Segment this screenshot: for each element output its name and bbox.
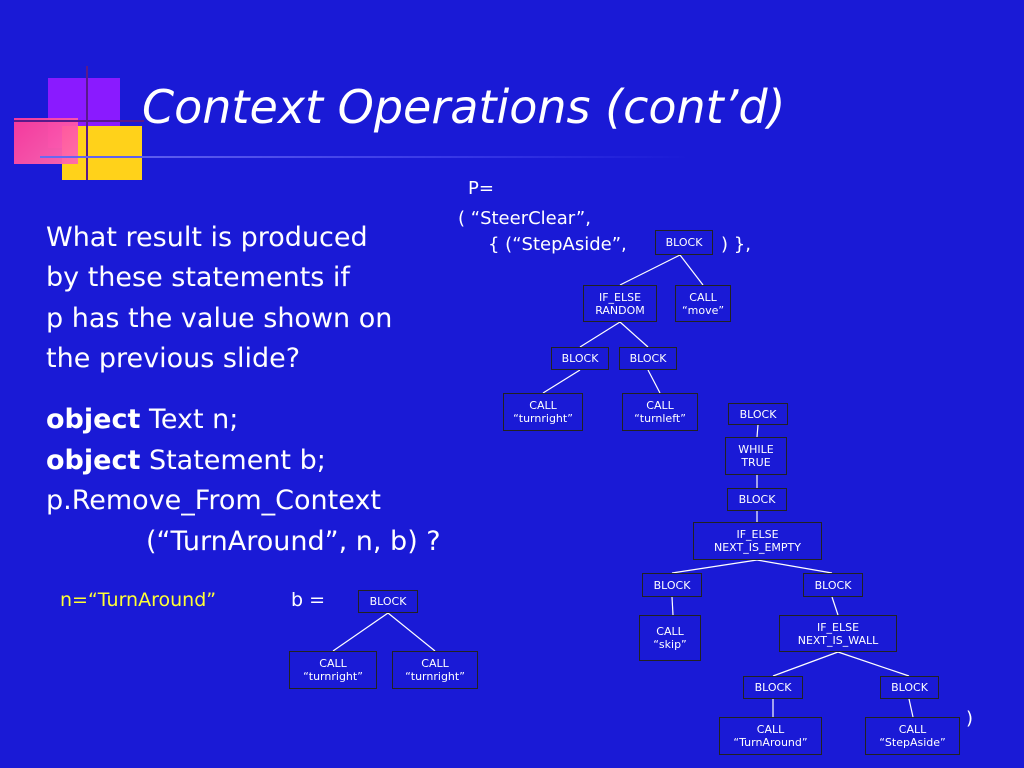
edge [837, 651, 910, 677]
decor-line-vertical [86, 66, 88, 180]
edge [772, 651, 839, 677]
slide-title: Context Operations (cont’d) [142, 80, 786, 134]
b-result-label: b = [291, 589, 326, 611]
b-call-turnright-node: CALL“turnright” [289, 651, 377, 689]
title-underline [40, 156, 690, 158]
call-stepaside-node: CALL“StepAside” [865, 717, 960, 755]
block-node: BLOCK [743, 676, 803, 699]
edge [619, 254, 681, 286]
block-node: BLOCK [551, 347, 609, 370]
code-keyword: object [46, 445, 141, 476]
code-line-3: p.Remove_From_Context [46, 485, 381, 516]
edge [579, 321, 621, 348]
question-line-1: What result is produced [46, 222, 368, 253]
block-node: BLOCK [880, 676, 939, 699]
block-node: BLOCK [728, 403, 788, 425]
code-text: Text n; [140, 404, 239, 435]
edge [619, 321, 649, 348]
edge [756, 424, 759, 438]
p-value-line-3-left: { (“StepAside”, [488, 234, 627, 255]
code-line-1: object Text n; [46, 406, 238, 433]
edge [387, 612, 436, 652]
b-call-turnright-node: CALL“turnright” [392, 651, 478, 689]
block-node: BLOCK [619, 347, 677, 370]
p-value-line-1: P= [468, 178, 494, 199]
edge [647, 369, 661, 394]
p-value-line-2: ( “SteerClear”, [458, 208, 591, 229]
edge [679, 254, 704, 286]
p-value-line-3-right: ) }, [721, 234, 751, 255]
edge [671, 559, 758, 574]
call-turnaround-node: CALL“TurnAround” [719, 717, 822, 755]
decor-line-horizontal [14, 120, 144, 122]
call-turnleft-node: CALL“turnleft” [622, 393, 698, 431]
b-block-node: BLOCK [358, 590, 418, 613]
p-value-closing: ) [966, 708, 974, 729]
code-text: Statement b; [140, 445, 326, 476]
call-skip-node: CALL“skip” [639, 615, 701, 661]
n-result-label: n=“TurnAround” [60, 589, 217, 611]
code-line-2: object Statement b; [46, 447, 326, 474]
call-move-node: CALL“move” [675, 285, 731, 322]
p-block-node: BLOCK [655, 230, 713, 255]
question-line-4: the previous slide? [46, 343, 301, 374]
edge [332, 612, 389, 652]
block-node: BLOCK [727, 488, 787, 511]
code-line-4: (“TurnAround”, n, b) ? [146, 526, 441, 557]
block-node: BLOCK [642, 573, 702, 597]
code-keyword: object [46, 404, 141, 435]
edge [542, 369, 581, 394]
edge [756, 559, 833, 574]
question-line-2: by these statements if [46, 262, 350, 293]
question-line-3: p has the value shown on [46, 303, 393, 334]
call-turnright-node: CALL“turnright” [503, 393, 583, 431]
block-node: BLOCK [803, 573, 863, 597]
edge [671, 596, 674, 616]
edge [908, 698, 914, 718]
edge [831, 596, 839, 616]
